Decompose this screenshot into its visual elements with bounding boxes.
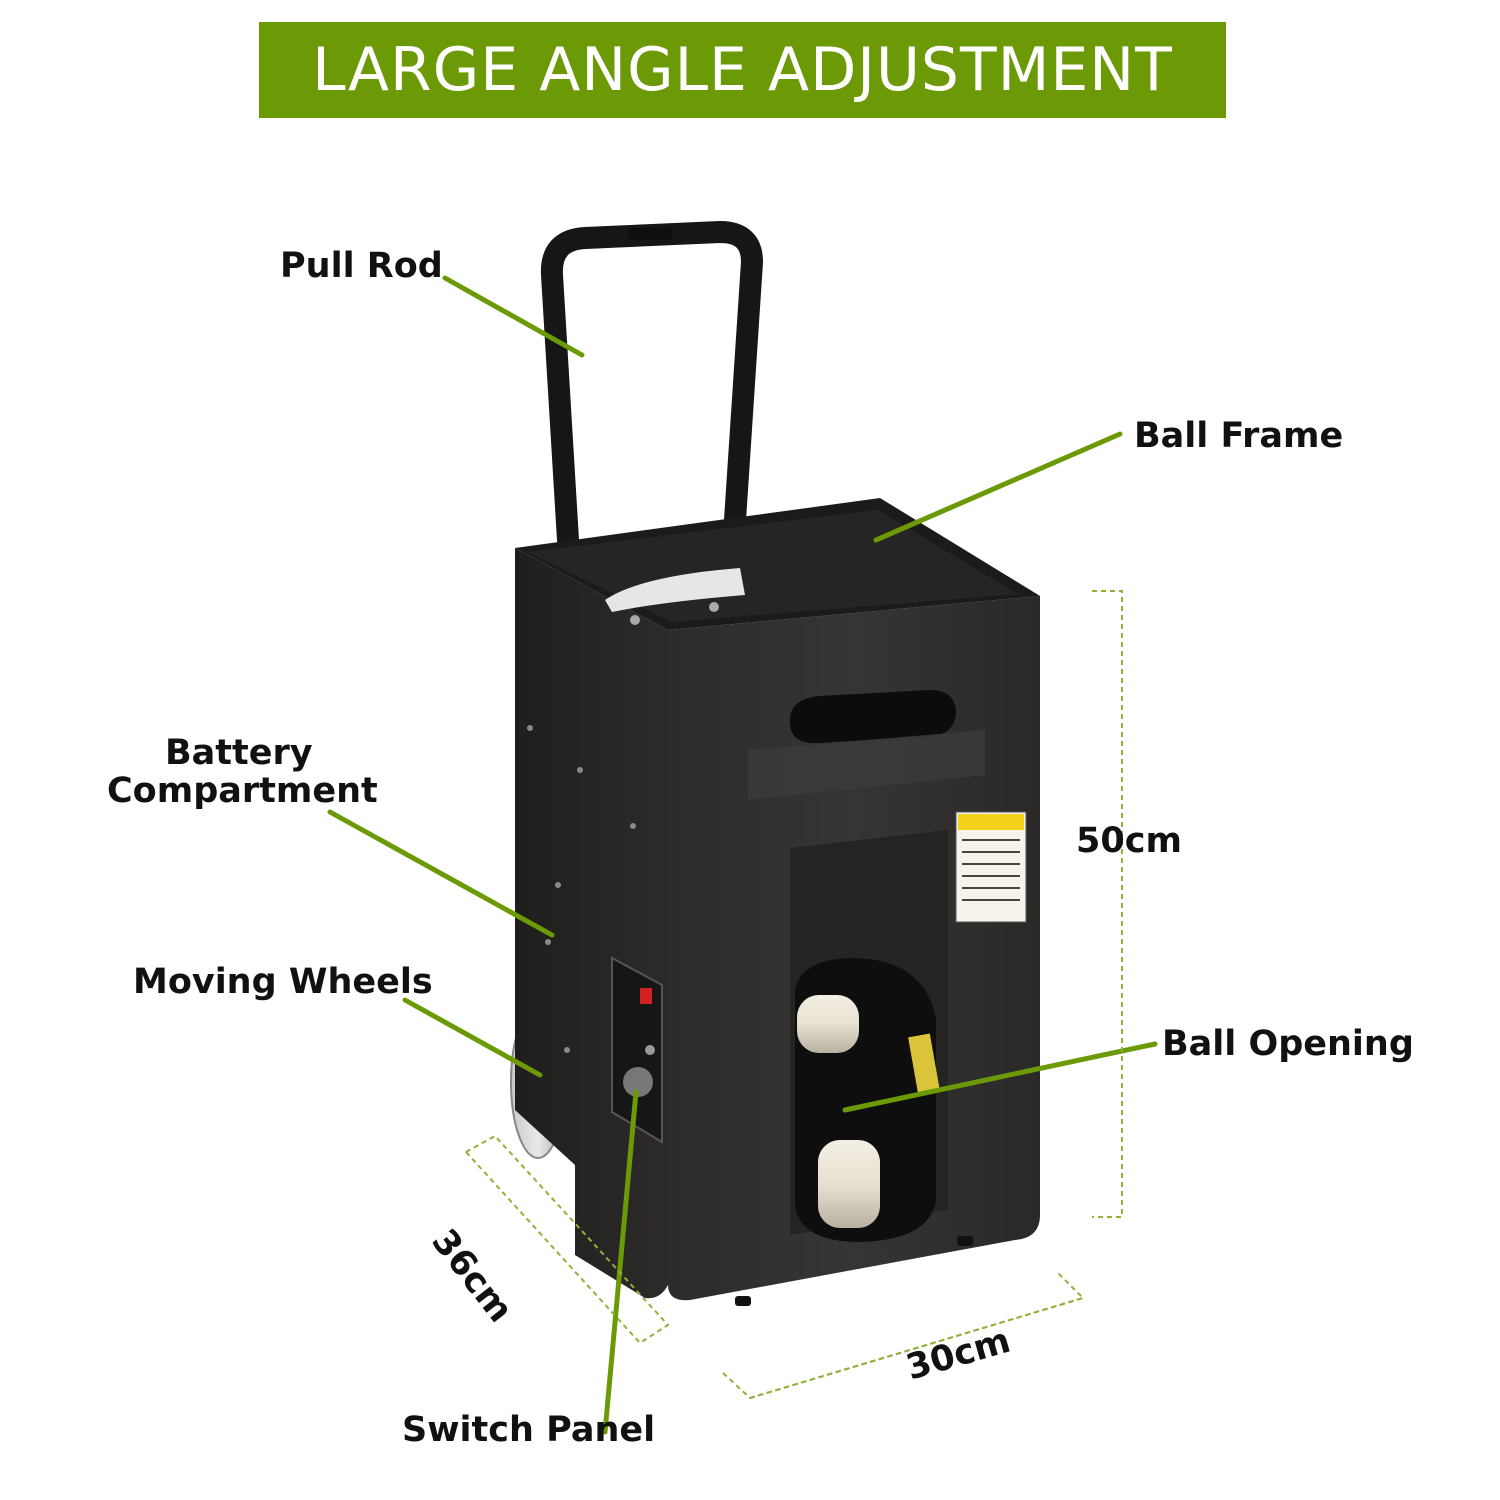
leader-lines: [327, 275, 1158, 1435]
ball-frame: [515, 498, 1040, 630]
title-banner: LARGE ANGLE ADJUSTMENT: [259, 22, 1226, 118]
label-ball-frame: Ball Frame: [1134, 416, 1344, 456]
banner-title: LARGE ANGLE ADJUSTMENT: [312, 35, 1173, 105]
label-battery-line2: Compartment: [107, 771, 378, 811]
warning-label: [955, 811, 1027, 923]
label-pull-rod: Pull Rod: [280, 246, 443, 286]
side-panel: [515, 548, 668, 1299]
side-screws: [527, 725, 636, 1053]
label-ball-opening: Ball Opening: [1162, 1024, 1414, 1064]
ball-opening: [795, 958, 940, 1242]
switch-panel: [611, 956, 663, 1144]
label-battery-line1: Battery: [165, 733, 313, 773]
carry-handle-slot: [790, 690, 956, 744]
label-switch-panel: Switch Panel: [402, 1410, 656, 1450]
dimension-guides: [465, 590, 1123, 1400]
label-moving-wheels: Moving Wheels: [133, 962, 433, 1002]
pull-rod: [540, 221, 763, 551]
dimension-height: 50cm: [1076, 821, 1182, 861]
